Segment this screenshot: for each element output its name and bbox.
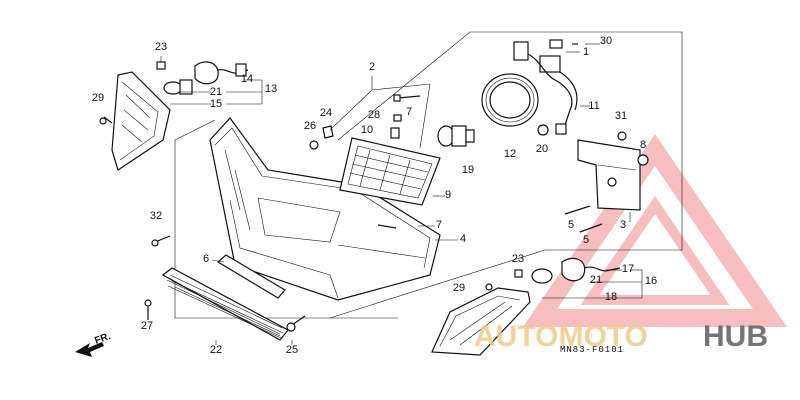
adjuster-screws xyxy=(309,94,421,229)
callout-1: 1 xyxy=(583,46,589,58)
callout-14: 14 xyxy=(241,73,253,85)
callout-28: 28 xyxy=(368,109,380,121)
callout-2: 2 xyxy=(369,61,375,73)
callout-9: 9 xyxy=(445,189,451,201)
loose-fasteners xyxy=(144,235,306,332)
callout-19: 19 xyxy=(462,164,474,176)
callout-6: 6 xyxy=(203,253,209,265)
callout-4: 4 xyxy=(460,233,466,245)
left-turn-signal xyxy=(99,71,171,171)
wire-harness xyxy=(513,39,578,135)
callout-11: 11 xyxy=(588,100,599,112)
direction-label: FR. xyxy=(93,331,112,347)
callout-5: 5 xyxy=(583,234,589,246)
callout-26: 26 xyxy=(304,120,316,132)
callout-7: 7 xyxy=(436,219,442,231)
callout-24: 24 xyxy=(320,107,332,119)
callout-10: 10 xyxy=(361,124,373,136)
callout-29: 29 xyxy=(92,92,104,104)
callout-21: 21 xyxy=(210,86,222,98)
callout-20: 20 xyxy=(536,143,548,155)
callout-15: 15 xyxy=(210,98,222,110)
front-direction-arrow: FR. xyxy=(75,331,112,357)
trim-strip xyxy=(216,254,286,299)
callout-25: 25 xyxy=(286,344,298,356)
lower-grille xyxy=(161,267,289,341)
callout-7: 7 xyxy=(406,106,412,118)
watermark-part1: AUTOMOTO xyxy=(474,320,648,353)
headlight-housing xyxy=(209,117,441,301)
callout-3: 3 xyxy=(620,219,626,231)
watermark-part2: HUB xyxy=(703,320,768,353)
callout-13: 13 xyxy=(265,83,277,95)
callout-29: 29 xyxy=(453,282,465,294)
callout-17: 17 xyxy=(622,263,634,275)
leader-lines xyxy=(160,43,643,345)
mounting-bracket xyxy=(537,124,649,233)
callout-12: 12 xyxy=(504,148,516,160)
headlight-lens xyxy=(339,137,441,206)
assembly-frame xyxy=(174,31,683,319)
dust-cover-ring xyxy=(481,73,539,127)
callout-32: 32 xyxy=(150,210,162,222)
diagram-code: MN83-F0101 xyxy=(560,345,624,355)
watermark-text: AUTOMOTO HUB xyxy=(474,320,768,353)
callout-31: 31 xyxy=(615,110,627,122)
callout-23: 23 xyxy=(512,253,524,265)
callout-21: 21 xyxy=(590,274,602,286)
callout-16: 16 xyxy=(645,275,657,287)
callout-30: 30 xyxy=(600,35,612,47)
callout-8: 8 xyxy=(640,139,646,151)
callout-22: 22 xyxy=(210,344,222,356)
watermark-logo xyxy=(522,134,788,327)
right-turn-signal xyxy=(431,257,621,356)
callout-5: 5 xyxy=(568,219,574,231)
left-bulb-socket xyxy=(156,61,249,95)
callout-23: 23 xyxy=(155,41,167,53)
headlight-bulb xyxy=(437,125,475,147)
callout-27: 27 xyxy=(141,320,153,332)
callout-18: 18 xyxy=(605,291,617,303)
